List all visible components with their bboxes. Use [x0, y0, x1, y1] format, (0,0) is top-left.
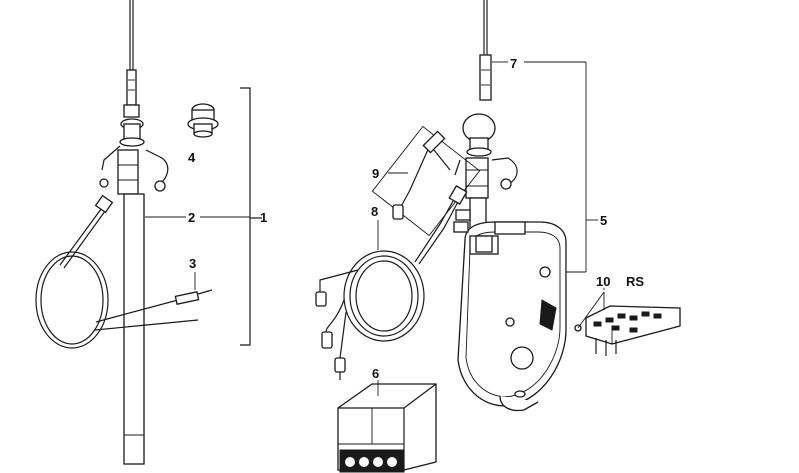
label-part-10: 10: [596, 274, 610, 289]
leader-lines-left: [145, 216, 250, 290]
label-part-5: 5: [600, 213, 607, 228]
part-labels: 1 2 3 4 5 6 7 8 9 10 RS: [188, 56, 644, 381]
label-part-8: 8: [371, 204, 378, 219]
antenna-cable-part: [315, 185, 468, 380]
relay-part: [574, 291, 681, 356]
label-part-4: 4: [188, 150, 196, 165]
label-part-2: 2: [188, 210, 195, 225]
label-part-3: 3: [189, 256, 196, 271]
label-part-7: 7: [510, 56, 517, 71]
lead-with-plug-part: [371, 125, 481, 237]
group-bracket: [240, 87, 262, 346]
label-part-6: 6: [372, 366, 379, 381]
manual-antenna-assembly: [35, 0, 213, 465]
label-part-1: 1: [260, 210, 267, 225]
power-antenna-assembly: [454, 0, 567, 412]
leader-lines-right: [377, 61, 605, 396]
label-rs: RS: [626, 274, 644, 289]
relay-box-part: [337, 383, 437, 473]
label-part-9: 9: [372, 166, 379, 181]
grommet-part: [187, 103, 219, 138]
